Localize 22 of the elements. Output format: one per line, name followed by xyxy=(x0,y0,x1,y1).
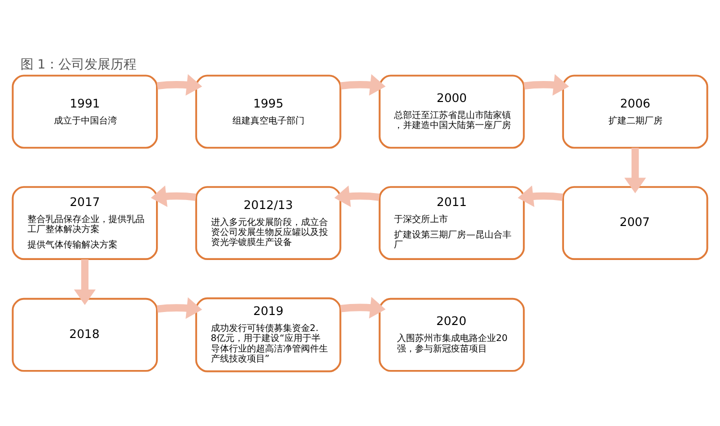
node-box: 1991 成立于中国台湾 xyxy=(12,74,158,149)
arrow xyxy=(340,296,386,318)
node-box: 2018 xyxy=(12,298,158,372)
node-box: 2000 总部迁至江苏省昆山市陆家镇，并建造中国大陆第一座厂房 xyxy=(378,74,525,149)
arrow xyxy=(150,185,196,208)
node-box: 2007 xyxy=(562,186,708,260)
node-box: 2012/13 进入多元化发展阶段，成立合资公司发展生物反应罐以及投资光学镀膜生产设备 xyxy=(195,186,342,260)
arrow xyxy=(624,148,646,194)
node-box: 2011 于深交所上市 扩建设第三期厂房—昆山合丰厂 xyxy=(378,186,525,260)
arrow xyxy=(156,74,202,96)
node-box: 2019 成功发行可转债募集资金2.8亿元，用于建设“应用于半导体行业的超高洁净管阀件生产线技改项目” xyxy=(195,297,342,372)
arrow xyxy=(340,74,386,96)
arrow xyxy=(518,185,564,208)
node-box: 2017 整合乳品保存企业，提供乳品工厂整体解决方案 提供气体传输解决方案 xyxy=(12,186,158,260)
node-box: 2006 扩建二期厂房 xyxy=(562,74,708,149)
diagram-title: 图 1：公司发展历程 xyxy=(20,58,137,73)
arrow xyxy=(74,259,96,305)
node-box: 2020 入围苏州市集成电路企业20强，参与新冠疫苗项目 xyxy=(378,298,525,372)
node-box: 1995 组建真空电子部门 xyxy=(195,74,342,149)
arrow xyxy=(524,74,570,96)
arrow xyxy=(334,185,380,208)
arrow xyxy=(156,297,202,319)
